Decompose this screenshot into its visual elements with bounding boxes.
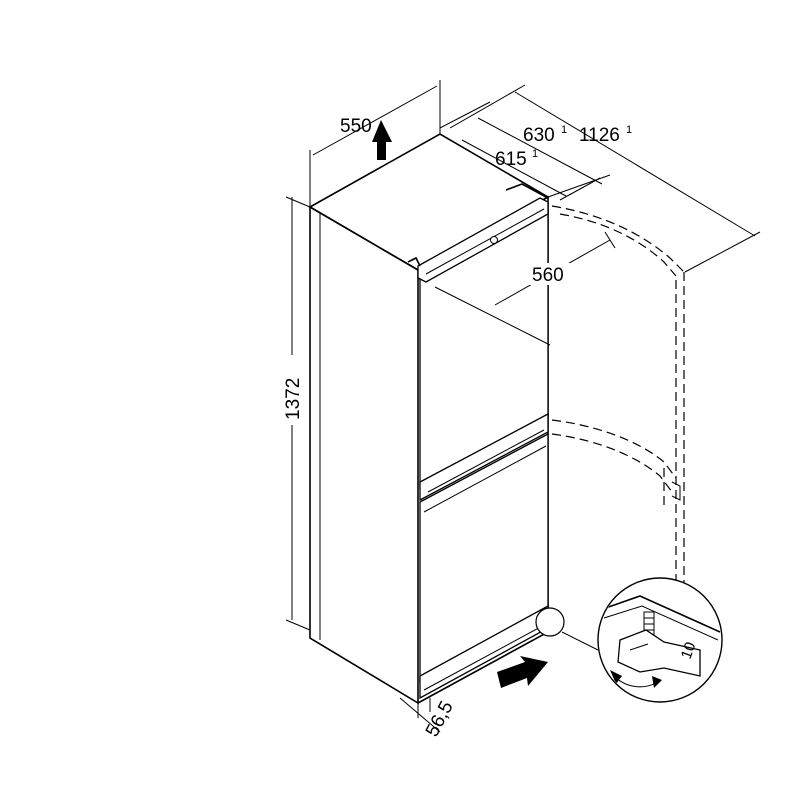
niche-dimension: 560 [434,231,616,346]
middle-handle [419,412,549,502]
fridge-doors [407,183,549,700]
depth-label-615: 615 [495,149,527,170]
depth-sup-615: 1 [532,148,538,160]
width-dimension: 550 [309,80,441,207]
arrow-right-icon [497,656,548,688]
depth-label-1126: 1126 [579,125,620,146]
arrow-up-icon [372,120,392,160]
height-label: 1372 [283,378,304,420]
detail-marker [535,607,565,637]
foot-detail-callout: 10 [535,577,723,703]
base-offset-dimension: 56,5 [399,697,458,741]
height-dimension: 1372 [280,196,311,631]
rotate-arrow-icon [610,670,662,688]
depth-sup-630: 1 [561,124,567,136]
niche-depth-label: 560 [532,265,564,286]
width-label: 550 [340,116,372,137]
open-door-outline [551,205,685,592]
door-knob [490,236,498,244]
wrench-icon [617,629,701,677]
wrench-size-label: 10 [678,640,700,661]
depth-dimensions: 615 1 630 1 1126 1 [439,84,761,273]
depth-label-630: 630 [523,125,555,146]
fridge-side-face [309,205,419,705]
depth-sup-1126: 1 [626,124,632,136]
base-offset-label: 56,5 [422,698,458,741]
